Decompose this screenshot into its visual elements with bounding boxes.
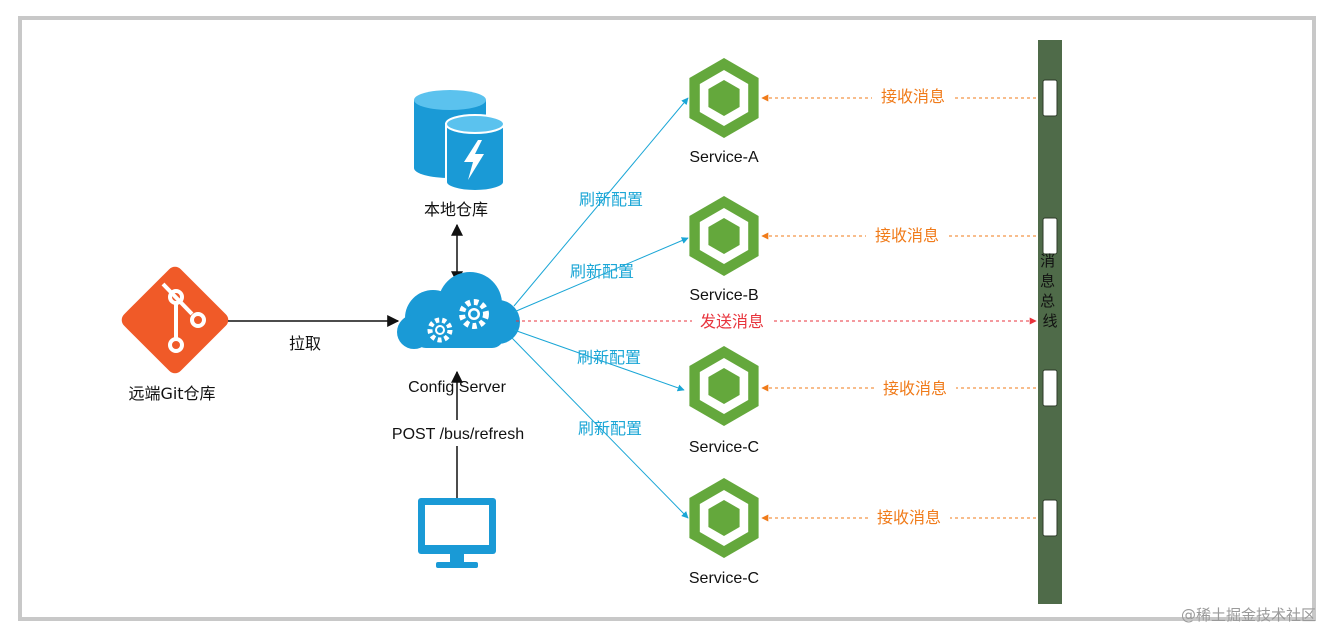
receive-bg-c1 bbox=[874, 377, 956, 399]
refresh-arrow-c1 bbox=[513, 329, 685, 392]
service-a-icon bbox=[689, 58, 759, 138]
config-server-node: Config Server bbox=[397, 272, 520, 396]
receive-bg-c2 bbox=[868, 506, 950, 528]
bus-label: 消 息 总 线 bbox=[1040, 252, 1060, 330]
receive-bg-a bbox=[872, 86, 954, 108]
send-label-bg bbox=[692, 310, 772, 332]
pull-label: 拉取 bbox=[289, 334, 321, 353]
service-a-label: Service-A bbox=[689, 149, 759, 166]
post-refresh-label: POST /bus/refresh bbox=[392, 426, 524, 443]
service-c1-node: Service-C bbox=[689, 346, 759, 456]
cloud-gear-icon bbox=[397, 272, 520, 349]
message-bus: 消 息 总 线 bbox=[1038, 40, 1062, 604]
send-message-label: 发送消息 bbox=[700, 312, 764, 331]
refresh-arrow-a bbox=[513, 97, 689, 307]
service-c1-icon bbox=[689, 346, 759, 426]
receive-label-b: 接收消息 bbox=[875, 226, 939, 245]
post-label-bg bbox=[378, 420, 538, 446]
service-b-label: Service-B bbox=[689, 287, 758, 304]
local-repo-label: 本地仓库 bbox=[424, 200, 488, 219]
bus-port-c1 bbox=[1042, 369, 1058, 407]
bus-port-c2 bbox=[1042, 499, 1058, 537]
refresh-label-b: 刷新配置 bbox=[570, 262, 634, 281]
git-branch-icon bbox=[161, 282, 206, 353]
diagram-frame bbox=[18, 16, 1316, 621]
receive-label-c2: 接收消息 bbox=[877, 508, 941, 527]
service-c2-node: Service-C bbox=[689, 478, 759, 587]
receive-label-c1: 接收消息 bbox=[883, 379, 947, 398]
service-c1-label: Service-C bbox=[689, 439, 759, 456]
bus-port-b bbox=[1042, 217, 1058, 255]
service-c2-label: Service-C bbox=[689, 570, 759, 587]
service-b-icon bbox=[689, 196, 759, 276]
refresh-arrow-b bbox=[513, 237, 689, 313]
monitor-icon bbox=[418, 498, 496, 568]
refresh-label-c2: 刷新配置 bbox=[578, 419, 642, 438]
refresh-label-c1: 刷新配置 bbox=[577, 348, 641, 367]
service-b-node: Service-B bbox=[689, 196, 759, 304]
refresh-label-a: 刷新配置 bbox=[579, 190, 643, 209]
watermark: @稀土掘金技术社区 bbox=[1181, 606, 1316, 624]
database-icon bbox=[414, 90, 505, 192]
service-a-node: Service-A bbox=[689, 58, 759, 166]
receive-label-a: 接收消息 bbox=[881, 87, 945, 106]
service-c2-icon bbox=[689, 478, 759, 558]
bus-port-a bbox=[1042, 79, 1058, 117]
receive-bg-b bbox=[866, 224, 948, 246]
refresh-arrow-c2 bbox=[511, 337, 689, 519]
git-repo-node: 远端Git仓库 bbox=[121, 266, 229, 403]
git-repo-label: 远端Git仓库 bbox=[128, 384, 215, 403]
